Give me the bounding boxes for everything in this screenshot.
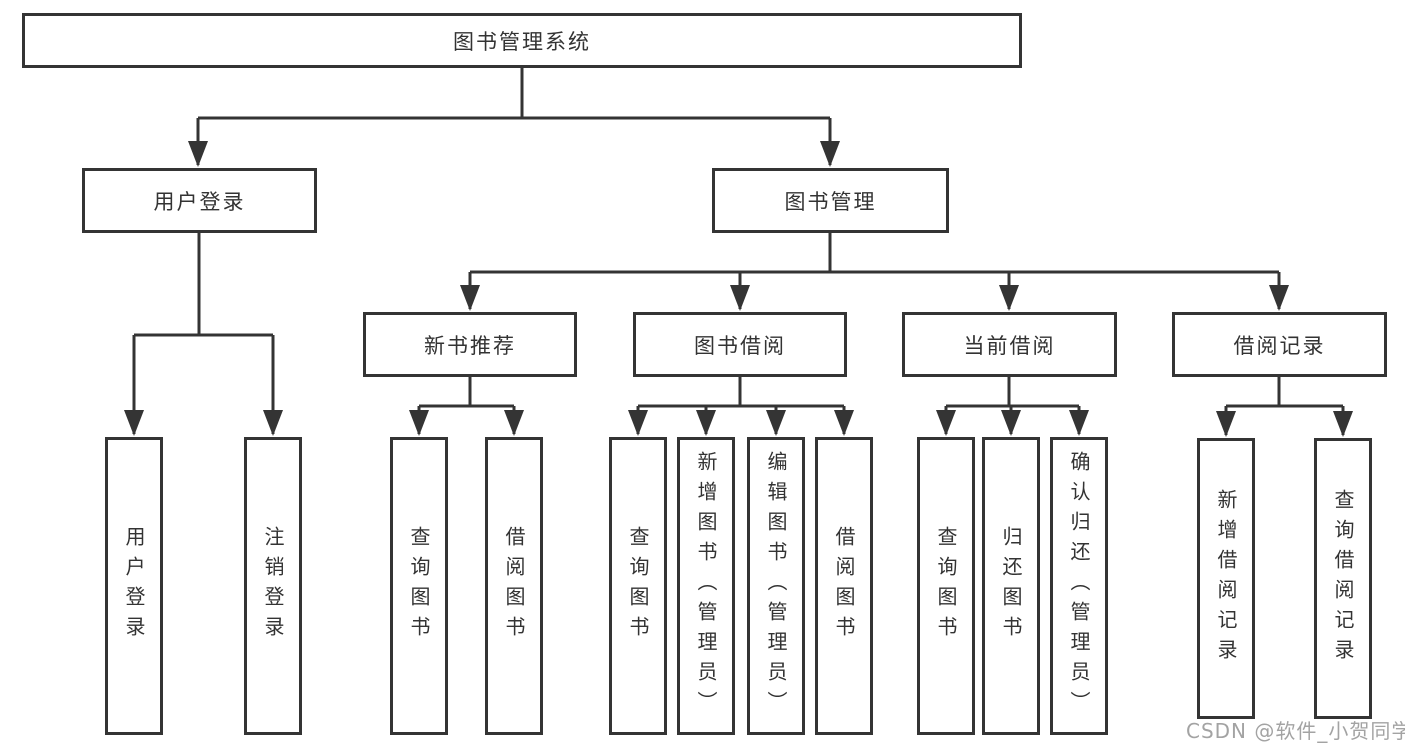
leaf-query-books-recommend: 查询图书: [390, 437, 448, 735]
node-label: 借阅图书: [502, 526, 526, 646]
node-label: 注销登录: [261, 526, 285, 646]
leaf-add-borrow-record: 新增借阅记录: [1197, 438, 1255, 719]
node-label: 查询图书: [407, 526, 431, 646]
node-label: 用户登录: [122, 526, 146, 646]
node-library-management-system: 图书管理系统: [22, 13, 1022, 68]
node-label: 查询借阅记录: [1331, 488, 1355, 669]
leaf-query-borrow-record: 查询借阅记录: [1314, 438, 1372, 719]
node-user-login: 用户登录: [82, 168, 317, 233]
node-borrow-records: 借阅记录: [1172, 312, 1387, 377]
leaf-confirm-return-admin: 确认归还（管理员）: [1050, 437, 1108, 735]
node-label: 图书管理: [784, 189, 877, 214]
node-label: 当前借阅: [963, 333, 1056, 358]
csdn-watermark: CSDN @软件_小贺同学: [1186, 719, 1405, 743]
node-label: 编辑图书（管理员）: [764, 451, 788, 721]
node-label: 借阅记录: [1233, 333, 1326, 358]
node-label: 用户登录: [153, 189, 246, 214]
node-label: 查询图书: [626, 526, 650, 646]
leaf-query-books-current: 查询图书: [917, 437, 975, 735]
leaf-borrow-books: 借阅图书: [815, 437, 873, 735]
node-book-management: 图书管理: [712, 168, 949, 233]
leaf-add-books-admin: 新增图书（管理员）: [677, 437, 735, 735]
node-label: 新书推荐: [424, 333, 516, 358]
node-label: 借阅图书: [832, 526, 856, 646]
node-label: 归还图书: [999, 526, 1023, 646]
node-book-borrow: 图书借阅: [633, 312, 847, 377]
node-label: 图书借阅: [694, 333, 786, 358]
node-current-borrow: 当前借阅: [902, 312, 1117, 377]
node-label: 图书管理系统: [453, 29, 591, 54]
leaf-edit-books-admin: 编辑图书（管理员）: [747, 437, 805, 735]
leaf-user-login: 用户登录: [105, 437, 163, 735]
leaf-borrow-books-recommend: 借阅图书: [485, 437, 543, 735]
leaf-logout-login: 注销登录: [244, 437, 302, 735]
node-label: 新增图书（管理员）: [694, 451, 718, 721]
node-label: 确认归还（管理员）: [1067, 451, 1091, 721]
node-new-book-recommend: 新书推荐: [363, 312, 577, 377]
leaf-query-books-borrow: 查询图书: [609, 437, 667, 735]
node-label: 新增借阅记录: [1214, 488, 1238, 669]
leaf-return-books: 归还图书: [982, 437, 1040, 735]
node-label: 查询图书: [934, 526, 958, 646]
